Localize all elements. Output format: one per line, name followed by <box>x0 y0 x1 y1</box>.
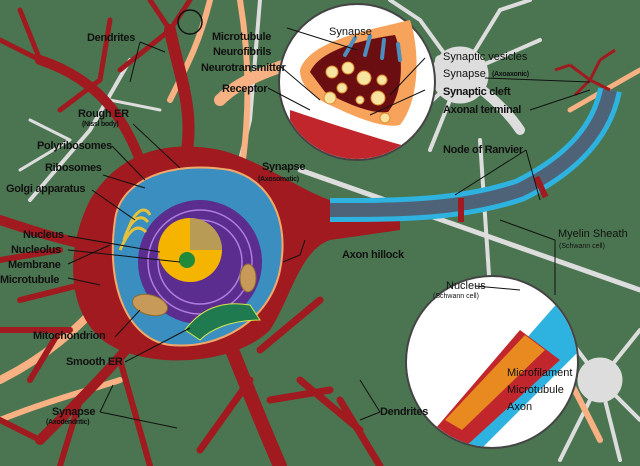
label-axonal-terminal: Axonal terminal <box>443 104 522 116</box>
label-synapse-inset-title: Synapse <box>329 26 372 38</box>
smooth-er-shape <box>184 303 261 341</box>
label-synapse-axoaxonic-sub: (Axoaxonic) <box>492 71 529 78</box>
nucleolus-shape <box>179 252 195 268</box>
background-neuron-right <box>18 0 640 462</box>
label-nucleus-schwann-sub: (Schwann cell) <box>433 293 479 300</box>
label-receptor: Receptor <box>222 83 268 95</box>
label-microtubule: Microtubule <box>0 274 60 286</box>
synapse-inset <box>278 3 436 161</box>
label-synapse-axosomatic-sub: (Axosomatic) <box>258 176 299 183</box>
label-nucleus: Nucleus <box>23 229 64 241</box>
label-membrane: Membrane <box>8 259 61 271</box>
axon-cross-section-inset <box>405 275 579 449</box>
label-synaptic-vesicles: Synaptic vesicles <box>443 51 528 63</box>
label-microtubule-inset: Microtubule <box>507 384 564 396</box>
label-node-of-ranvier: Node of Ranvier <box>443 144 523 156</box>
label-smooth-er: Smooth ER <box>66 356 123 368</box>
dendrites <box>0 0 384 466</box>
label-axon-hillock: Axon hillock <box>342 249 404 261</box>
label-synaptic-cleft: Synaptic cleft <box>443 86 511 98</box>
label-ribosomes: Ribosomes <box>45 162 102 174</box>
label-synapse-axoaxonic: Synapse <box>443 68 486 80</box>
label-microtubule-top: Microtubule <box>212 31 272 43</box>
axon-terminal <box>554 48 616 97</box>
label-mitochondrion: Mitochondrion <box>33 330 106 342</box>
label-neurofibrils: Neurofibrils <box>213 46 272 58</box>
label-neurotransmitter: Neurotransmitter <box>201 62 286 74</box>
label-myelin-sheath: Myelin Sheath <box>558 228 628 240</box>
label-nucleolus: Nucleolus <box>11 244 61 256</box>
leader-lines <box>67 27 591 429</box>
label-golgi-apparatus: Golgi apparatus <box>6 183 86 195</box>
label-rough-er: Rough ER <box>78 108 129 120</box>
label-synapse-axosomatic: Synapse <box>262 161 306 173</box>
nodes-of-ranvier <box>458 175 549 222</box>
label-dendrites-bottom: Dendrites <box>380 406 429 418</box>
label-synapse-axodendritic: Synapse <box>52 406 96 418</box>
label-nucleus-schwann: Nucleus <box>446 280 486 292</box>
label-axon: Axon <box>507 401 533 413</box>
label-microfilament: Microfilament <box>507 367 573 379</box>
label-rough-er-sub: (Nissl body) <box>82 121 119 128</box>
mitochondrion-shape <box>131 293 169 317</box>
label-myelin-sheath-sub: (Schwann cell) <box>559 243 605 250</box>
label-polyribosomes: Polyribosomes <box>37 140 112 152</box>
label-synapse-axodendritic-sub: (Axodendritic) <box>46 419 90 426</box>
label-dendrites-top: Dendrites <box>87 32 136 44</box>
